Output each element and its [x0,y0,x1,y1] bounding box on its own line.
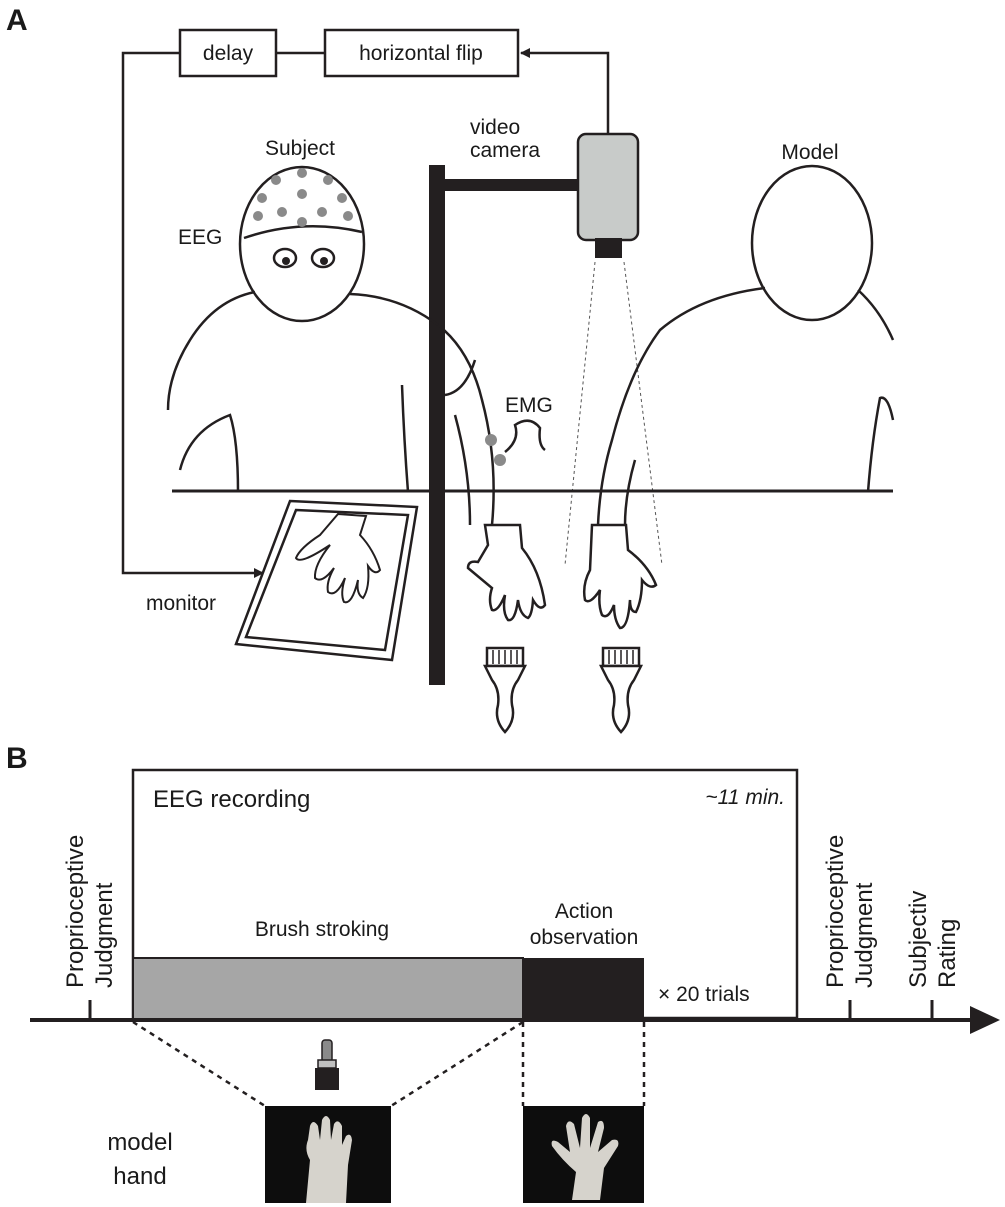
subject-pupil-left [282,257,290,265]
camera-body [576,132,640,242]
proprioceptive-judgment-pre-2: Judgment [91,882,118,988]
eeg-electrode [257,193,267,203]
model-arm-inner [623,459,637,526]
model-hand-label-2: hand [113,1163,166,1190]
horizontal-flip-box [323,28,520,78]
model-head [750,164,874,322]
camera-to-flip-arrow [520,48,610,134]
subject-head [238,165,366,323]
camera-view-left [564,261,596,566]
panel-a-label: A [6,4,28,37]
eeg-electrode [317,207,327,217]
delay-box-label: delay [203,42,254,65]
horizontal-flip-box-label: horizontal flip [359,42,483,65]
subject-pupils [282,257,328,265]
subject-pupil-right [320,257,328,265]
zoom-lines [132,1020,646,1108]
model-hand-label-1: model [107,1129,172,1156]
emg-label: EMG [505,394,553,417]
subjective-rating-2: Rating [934,919,961,988]
action-observation-label-2: observation [530,926,639,949]
model-torso [866,396,895,493]
model-hand-photo-observation-glove [551,1114,619,1200]
eeg-electrode [297,217,307,227]
zoom-line [390,1020,524,1108]
model-figure [596,164,895,526]
trials-label: × 20 trials [658,983,750,1006]
timeline-arrowhead [970,1006,1000,1034]
emg-wire [504,419,546,453]
model-shoulders [596,286,895,526]
model-hand-photo-brush-glove [306,1116,352,1203]
subject-torso-right [400,384,410,493]
emg-electrodes [485,434,506,466]
zoom-line [132,1020,266,1108]
monitor-hand [294,512,382,604]
brush-stroking-phase [132,957,524,1021]
proprioceptive-judgment-pre-1: Proprioceptive [62,835,89,988]
subjective-rating-1: Subjectiv [905,891,932,988]
eeg-electrode [323,175,333,185]
proprioceptive-judgment-post-1: Proprioceptive [822,835,849,988]
model-label: Model [781,141,838,164]
eeg-electrode [271,175,281,185]
video-camera-label-1: video [470,116,520,139]
subject-label: Subject [265,137,335,160]
monitor-label: monitor [146,592,216,615]
duration-label: ~11 min. [705,786,785,809]
camera-lens [595,238,622,258]
emg-electrode [485,434,497,446]
eeg-electrode [297,189,307,199]
eeg-electrode [337,193,347,203]
emg-electrode [494,454,506,466]
camera-view-right [623,261,663,566]
brush-handle [482,664,528,734]
model-hand [582,523,658,630]
paintbrush-icon [315,1039,339,1090]
subject-hand [466,523,547,622]
video-camera-label-2: camera [470,139,540,162]
eeg-electrode [253,211,263,221]
eeg-electrode [277,207,287,217]
subject-shoulders [166,290,439,411]
subject-arm [437,324,495,526]
action-observation-label-1: Action [555,900,613,923]
subject-figure [166,165,546,526]
divider-post [429,165,445,685]
brush-stroking-label: Brush stroking [255,918,389,941]
camera-arm [445,179,579,191]
monitor [234,499,419,662]
action-observation-phase [523,958,644,1020]
panel-a: A delay horizontal flip video camera Sub… [6,4,895,734]
proprioceptive-judgment-post-2: Judgment [851,882,878,988]
subject-torso-left [178,413,240,493]
panel-b-label: B [6,742,28,775]
brush-handle [598,664,644,734]
brush-bristle-lines [492,650,634,664]
eeg-electrodes [253,168,353,227]
eeg-electrode [297,168,307,178]
panel-b: B EEG recording ~11 min. Brush stroking … [6,742,1000,1203]
delay-to-monitor-arrow [121,51,264,578]
eeg-electrode [343,211,353,221]
eeg-label: EEG [178,226,222,249]
eeg-recording-label: EEG recording [153,786,310,813]
